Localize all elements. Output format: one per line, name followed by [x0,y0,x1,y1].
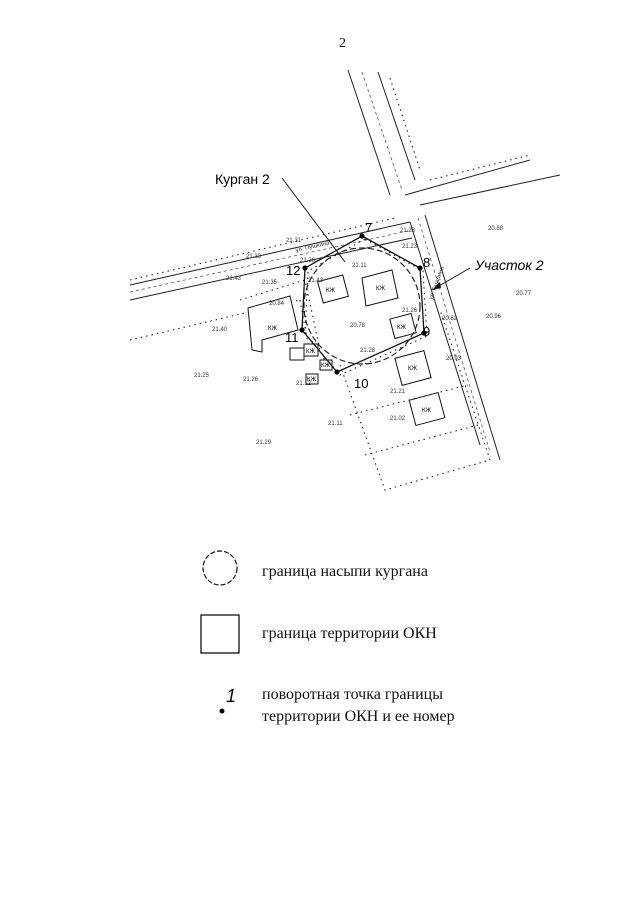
svg-text:21.43: 21.43 [308,278,324,284]
svg-text:КЖ: КЖ [321,363,330,369]
okn-boundary [301,235,428,376]
svg-text:20.84: 20.84 [269,301,285,307]
point-8: 8 [423,255,430,270]
elevation-marks: 20.88 21.31 21.33 21.23 21.23 21.11 21.4… [194,226,532,446]
point-12: 12 [286,263,300,278]
point-11: 11 [285,330,299,345]
svg-text:21.35: 21.35 [262,280,278,286]
svg-text:20.96: 20.96 [486,314,502,320]
svg-text:20.82: 20.82 [442,316,458,322]
legend-label-mound: граница насыпи кургана [262,563,428,580]
svg-text:21.12: 21.12 [296,381,312,387]
point-10: 10 [354,376,368,391]
svg-text:21.36: 21.36 [300,258,316,264]
svg-text:КЖ: КЖ [408,366,417,372]
svg-text:КЖ: КЖ [397,325,406,331]
svg-text:21.29: 21.29 [256,440,272,446]
svg-text:21.33: 21.33 [246,254,262,260]
svg-text:20.77: 20.77 [516,291,532,297]
svg-text:КЖ: КЖ [307,377,316,383]
svg-text:21.43: 21.43 [226,276,242,282]
site-map: .road { stroke: #222; stroke-width: 1; f… [129,69,561,491]
svg-text:20.93: 20.93 [446,356,462,362]
kurgan-label: Курган 2 [215,171,270,187]
buildings: КЖ КЖ КЖ КЖ КЖ КЖ КЖ КЖ КЖ [247,269,446,427]
road-right [409,214,501,461]
square-icon [200,614,240,654]
svg-text:21.23: 21.23 [400,228,416,234]
svg-text:1: 1 [226,686,236,706]
svg-text:21.26: 21.26 [243,377,259,383]
turning-points: 7 8 9 10 11 12 [285,220,430,391]
point-icon: 1 [219,686,236,714]
legend-item-okn: граница территории ОКН [200,614,560,658]
svg-text:КЖ: КЖ [422,408,431,414]
svg-text:21.11: 21.11 [352,263,367,269]
kurgan-leader-line [281,177,346,263]
legend-item-mound: граница насыпи кургана [200,548,560,592]
point-9: 9 [423,324,430,339]
svg-text:20.88: 20.88 [488,226,504,232]
circle-icon [202,550,238,586]
svg-text:21.11: 21.11 [328,421,343,427]
svg-text:21.40: 21.40 [212,327,228,333]
svg-text:КЖ: КЖ [306,349,315,355]
legend-label-point-1: поворотная точка границы [262,686,443,703]
road-vertical [347,69,421,196]
svg-text:КЖ: КЖ [376,286,385,292]
legend-label-point-2: территории ОКН и ее номер [262,708,455,725]
legend-label-okn: граница территории ОКН [262,625,437,642]
mound-boundary [303,247,421,365]
svg-text:21.21: 21.21 [390,389,406,395]
svg-text:21.26: 21.26 [402,308,418,314]
svg-text:21.23: 21.23 [402,244,418,250]
point-7: 7 [365,220,372,235]
legend-item-point: 1 поворотная точка границы территории ОК… [200,684,580,734]
svg-text:КЖ: КЖ [326,288,335,294]
svg-text:21.28: 21.28 [360,348,376,354]
svg-text:21.25: 21.25 [194,373,210,379]
svg-text:21.31: 21.31 [286,238,302,244]
svg-text:21.02: 21.02 [390,416,406,422]
svg-text:20.78: 20.78 [350,323,366,329]
svg-text:КЖ: КЖ [268,326,277,332]
plot-label: Участок 2 [474,257,544,273]
page-number: 2 [339,36,346,51]
road-upper-right [404,154,561,206]
